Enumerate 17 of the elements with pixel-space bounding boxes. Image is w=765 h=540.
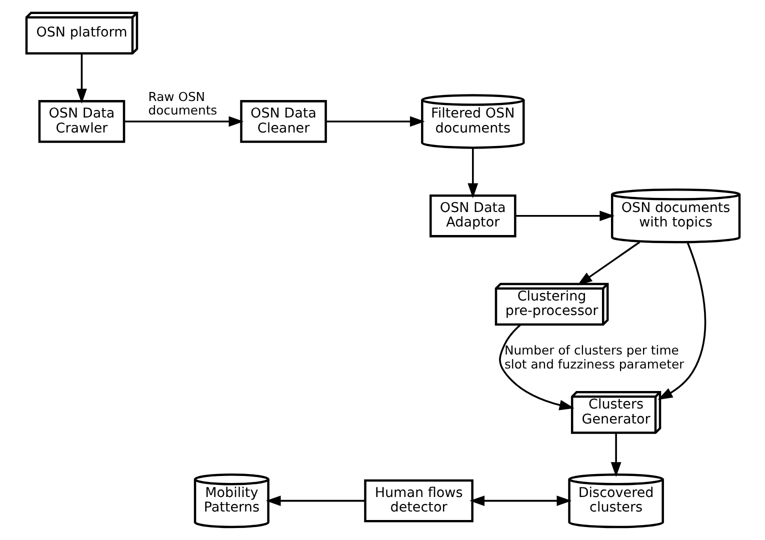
arrow [514, 210, 614, 222]
arrow [265, 496, 365, 506]
node-box: OSN Data Cleaner [240, 100, 326, 143]
arrow [610, 433, 621, 478]
node-box: Human flows detector [364, 479, 473, 522]
edge-label: Number of clusters per time slot and fuzziness parameter [504, 342, 684, 372]
arrow [467, 148, 478, 198]
arrow [498, 324, 574, 410]
arrow [657, 242, 706, 400]
arrow [326, 116, 424, 127]
arrow [124, 116, 244, 127]
edge-label: Raw OSN documents [148, 88, 217, 118]
node-box: OSN Data Crawler [38, 100, 125, 143]
arrow [576, 241, 640, 286]
arrow [469, 496, 572, 506]
arrow [76, 54, 86, 104]
node-box: OSN Data Adaptor [429, 194, 516, 238]
